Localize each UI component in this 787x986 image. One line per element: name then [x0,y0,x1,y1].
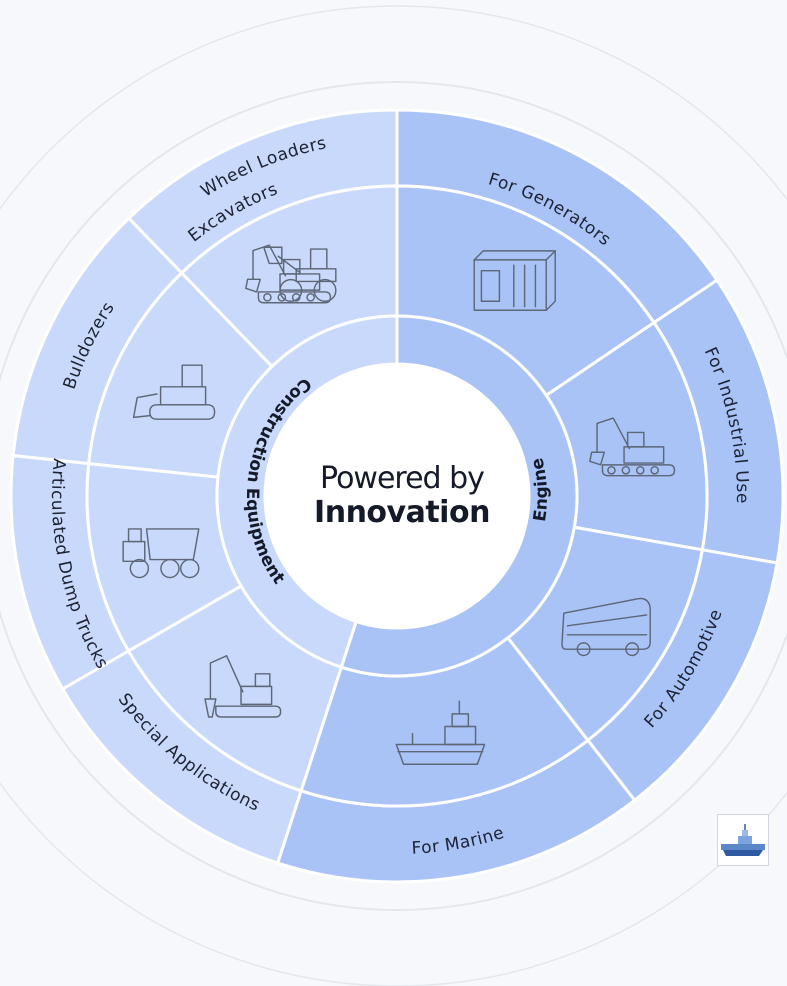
outer-guide-ring [0,5,787,986]
bus-icon [561,597,651,657]
ship-icon [721,824,765,856]
thumbnail-button[interactable] [717,814,769,866]
excavator-icon [589,417,676,477]
dump-truck-icon [122,528,200,579]
excavator-icon [245,244,332,304]
ship-icon [395,700,486,765]
center-circle [265,364,529,628]
inner-guide-ring [0,81,787,911]
bulldozer-icon [132,364,216,420]
center-title-line2: Innovation [314,495,490,530]
demolition-excavator-icon [204,655,282,718]
center-title: Powered by Innovation [298,462,506,530]
center-title-line1: Powered by [320,461,485,496]
wheel-loader-icon [263,246,337,302]
generator-icon [473,250,556,311]
